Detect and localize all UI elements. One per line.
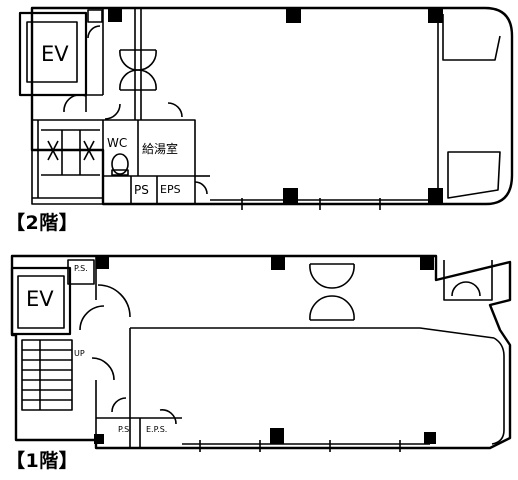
floor-1-title: 【1階】 <box>6 450 79 472</box>
floor-1-ev-label: EV <box>26 287 54 311</box>
floor-2-kitchen-label: 給湯室 <box>142 142 179 156</box>
floor-1-up-label: UP <box>74 349 85 358</box>
floor-2-ps-label: PS <box>134 183 149 197</box>
floor-1-walls <box>10 254 512 452</box>
floor-2-eps-label: EPS <box>160 183 181 196</box>
floor-2-columns <box>108 8 443 203</box>
floor-1-columns <box>94 256 436 444</box>
floor-1-ps-label: P.S <box>118 425 130 434</box>
floor-2-walls <box>18 6 514 210</box>
floor-2-title: 【2階】 <box>6 212 79 234</box>
floor-2-ev-label: EV <box>41 42 69 66</box>
floor-2-wc-label: WC <box>107 136 128 150</box>
floor-1-ps-top-label: P.S. <box>74 264 88 273</box>
floor-1-eps-label: E.P.S. <box>146 425 168 434</box>
